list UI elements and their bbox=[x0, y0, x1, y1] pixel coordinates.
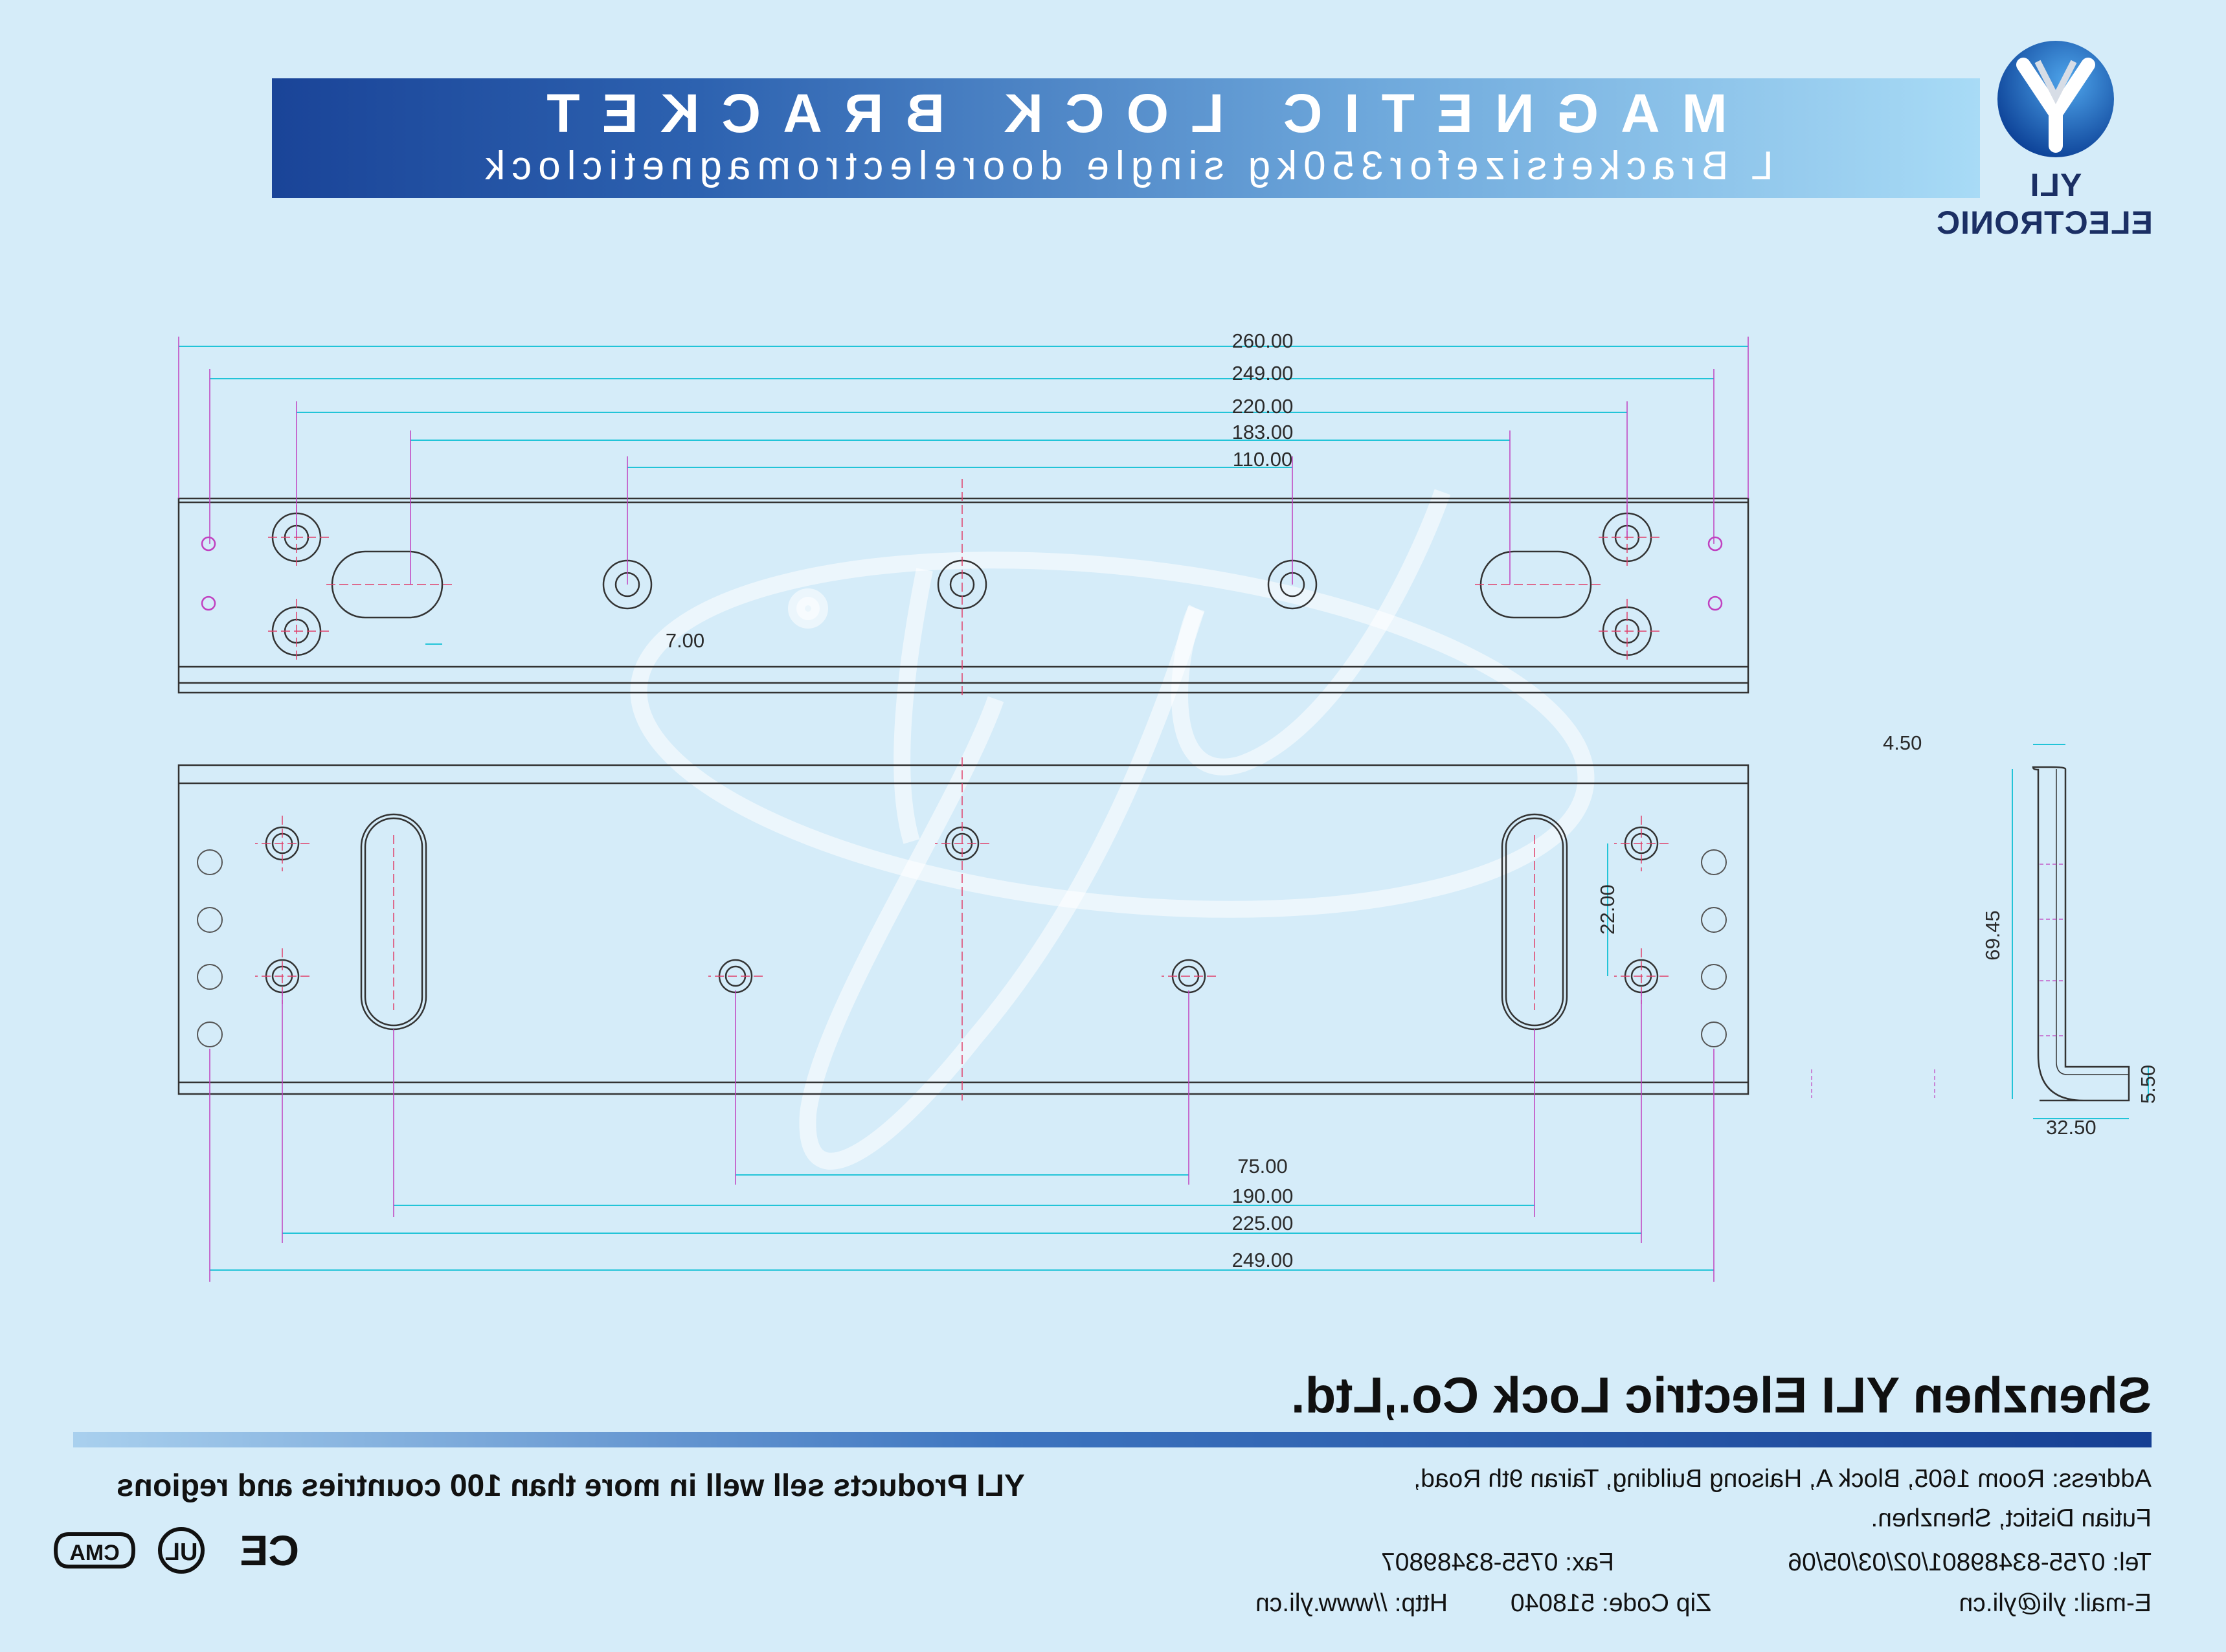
dim-side-height: 69.45 bbox=[1981, 910, 2004, 961]
zip-code: Zip Code: 518040 bbox=[1510, 1589, 1711, 1617]
dim-center-spacing: 75.00 bbox=[1237, 1155, 1288, 1178]
ul-mark-text: UL bbox=[165, 1539, 198, 1566]
company-name: Shenzhen YLI Electric Lock Co.,Ltd. bbox=[1290, 1367, 2152, 1423]
address-line1: Address: Room 1605, Block A, Haisong Bui… bbox=[1413, 1465, 2152, 1493]
yli-watermark bbox=[630, 489, 1595, 1170]
dim-slot-centers: 183.00 bbox=[1232, 421, 1294, 443]
email: E-mail: yli@yli.cn bbox=[1959, 1589, 2152, 1617]
front-dimension-lines bbox=[210, 843, 1714, 1271]
dim-slot-length: 22.00 bbox=[1596, 884, 1619, 935]
ul-mark-icon: UL bbox=[158, 1527, 205, 1574]
yli-logo-icon bbox=[1997, 41, 2114, 157]
ce-mark-icon: CE bbox=[240, 1526, 299, 1574]
dim-edge-hole-spacing: 249.00 bbox=[1232, 1249, 1294, 1271]
front-view bbox=[177, 757, 1749, 1100]
dim-side-thickness: 4.50 bbox=[1883, 731, 1922, 754]
website: Http: //www.yli.cn bbox=[1255, 1589, 1448, 1617]
dim-side-base: 5.50 bbox=[2137, 1065, 2159, 1104]
side-view bbox=[2032, 766, 2130, 1102]
fax: Fax: 0755-83489807 bbox=[1381, 1548, 1614, 1576]
tagline: YLI Products sell well in more than 100 … bbox=[116, 1469, 1025, 1503]
footer-divider bbox=[73, 1432, 2152, 1447]
dim-center-holes: 110.00 bbox=[1233, 448, 1293, 471]
dim-slot-width: 7.00 bbox=[666, 629, 704, 652]
dim-hole-spacing: 225.00 bbox=[1232, 1212, 1294, 1234]
brand-logo: YLI ELECTRONIC bbox=[1936, 36, 2153, 241]
cma-mark-icon: CMA bbox=[53, 1532, 136, 1568]
top-dimension-lines bbox=[179, 346, 1748, 645]
address-line2: Futian Distict, Shenzhen. bbox=[1871, 1504, 2152, 1532]
dim-outer-holes: 249.00 bbox=[1232, 362, 1294, 385]
dim-slot-spacing: 190.00 bbox=[1232, 1185, 1294, 1207]
top-view bbox=[177, 479, 1749, 699]
cma-mark-text: CMA bbox=[69, 1541, 119, 1565]
dim-mount-holes: 220.00 bbox=[1232, 395, 1294, 418]
tel: Tel: 0755-83489801/02/03/05/06 bbox=[1788, 1548, 2152, 1576]
dim-side-depth: 32.50 bbox=[2046, 1116, 2097, 1139]
dim-overall-length: 260.00 bbox=[1232, 329, 1294, 352]
